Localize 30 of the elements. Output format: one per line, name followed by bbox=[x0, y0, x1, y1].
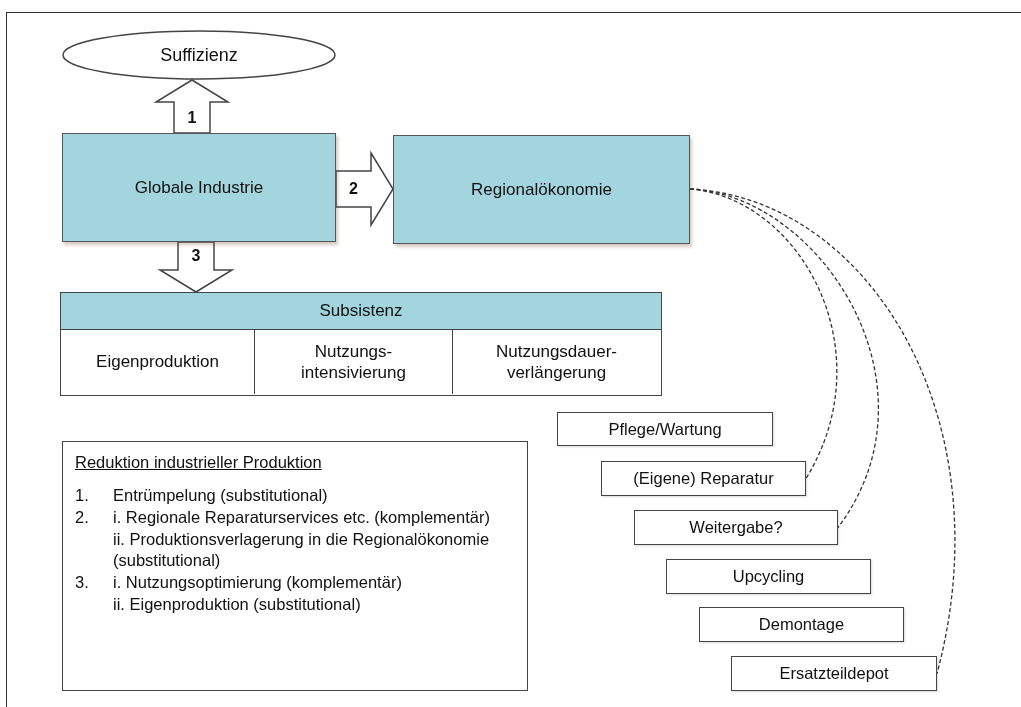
category-table bbox=[60, 292, 662, 396]
list-box bbox=[62, 441, 528, 691]
category-cell: Nutzungsdauer- verlängerung bbox=[452, 330, 660, 394]
header-band: Subsistenz bbox=[61, 293, 661, 330]
ellipse-node: Suffizienz bbox=[62, 30, 336, 80]
list-item: ii. Produktionsverlagerung in die Regionalökonomie (substitutional) bbox=[113, 528, 491, 571]
item-box: (Eigene) Reparatur bbox=[601, 461, 806, 496]
process-box: Globale Industrie bbox=[62, 133, 336, 242]
block-arrow bbox=[157, 241, 235, 293]
list-heading: Reduktion industrieller Produktion bbox=[75, 452, 322, 473]
list-number: 1. bbox=[75, 484, 89, 506]
process-box: Regionalökonomie bbox=[393, 135, 690, 244]
edge-label: 3 bbox=[190, 248, 202, 264]
category-cell: Eigenproduktion bbox=[61, 330, 254, 394]
list-item: i. Nutzungsoptimierung (komplementär) bbox=[113, 571, 402, 593]
item-box: Pflege/Wartung bbox=[557, 412, 773, 446]
category-cell: Nutzungs- intensivierung bbox=[254, 330, 452, 394]
edge-label: 2 bbox=[348, 181, 359, 197]
item-box: Ersatzteildepot bbox=[731, 656, 937, 691]
list-item: Entrümpelung (substitutional) bbox=[113, 484, 328, 506]
block-arrow bbox=[335, 150, 394, 228]
block-arrow bbox=[153, 79, 231, 134]
item-box: Weitergabe? bbox=[634, 510, 838, 545]
edge-label: 1 bbox=[186, 109, 198, 126]
item-box: Upcycling bbox=[666, 559, 871, 594]
list-number: 3. bbox=[75, 571, 89, 593]
list-number: 2. bbox=[75, 506, 89, 528]
list-item: i. Regionale Reparaturservices etc. (komplementär) bbox=[113, 506, 490, 528]
item-box: Demontage bbox=[699, 607, 904, 642]
list-item: ii. Eigenproduktion (substitutional) bbox=[113, 593, 361, 615]
